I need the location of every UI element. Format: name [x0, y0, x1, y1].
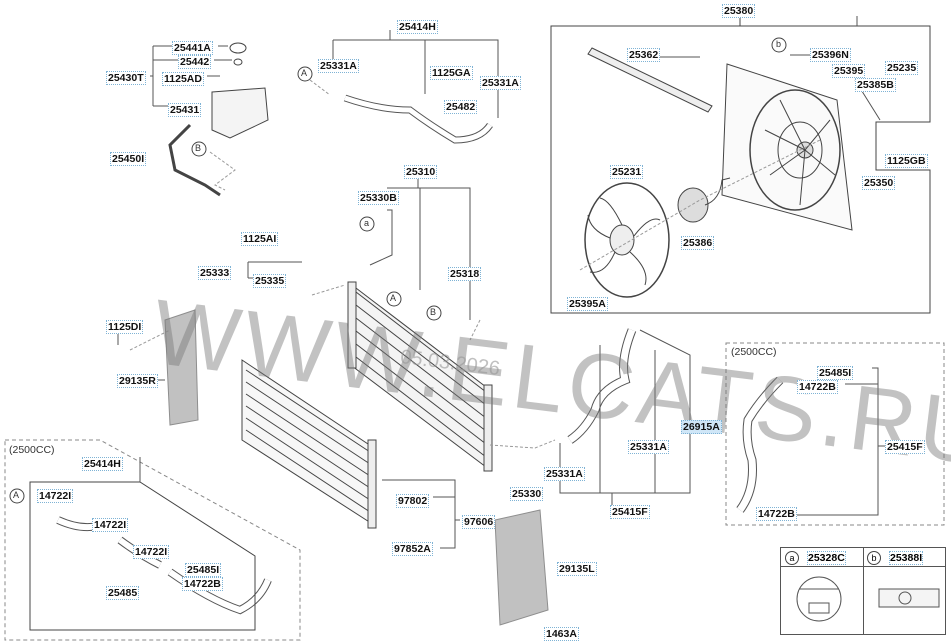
part-label[interactable]: 25414H [82, 457, 123, 471]
part-label[interactable]: 25362 [627, 48, 661, 62]
part-label[interactable]: 14722I [133, 545, 170, 559]
callout-b-fan: b [776, 39, 782, 49]
fan-shroud-part [721, 63, 853, 231]
variant-box-left [4, 439, 301, 641]
part-label[interactable]: 1125AD [162, 72, 204, 86]
seal-strip-part [587, 47, 713, 113]
part-label[interactable]: 25331A [480, 76, 521, 90]
part-label[interactable]: 25385B [855, 78, 896, 92]
part-label[interactable]: 1125AI [241, 232, 279, 246]
part-label[interactable]: 25396N [810, 48, 851, 62]
part-label[interactable]: 25318 [448, 267, 482, 281]
part-label[interactable]: 25350 [862, 176, 896, 190]
part-label[interactable]: 25335 [253, 274, 287, 288]
part-label[interactable]: 1125DI [106, 320, 144, 334]
part-label[interactable]: 14722I [92, 518, 129, 532]
callout-a-cap: a [364, 218, 370, 228]
part-label[interactable]: 25333 [198, 266, 232, 280]
part-label[interactable]: 97852A [392, 542, 433, 556]
condenser-part [241, 359, 377, 529]
fan-motor-part [677, 177, 731, 223]
part-label[interactable]: 25450I [110, 152, 147, 166]
part-label[interactable]: 25414H [397, 20, 438, 34]
variant-box-right [725, 342, 945, 526]
part-label[interactable]: 25231 [610, 165, 644, 179]
legend-marker-b: b [867, 551, 881, 565]
part-label[interactable]: 25235 [885, 61, 919, 75]
part-label[interactable]: 14722B [182, 577, 223, 591]
part-label[interactable]: 29135R [117, 374, 158, 388]
part-label[interactable]: 25431 [168, 103, 202, 117]
part-label[interactable]: 25310 [404, 165, 438, 179]
warning-label-icons [796, 576, 940, 622]
part-label[interactable]: 1125GB [885, 154, 928, 168]
part-label[interactable]: 1463A [544, 627, 579, 641]
legend-code-a[interactable]: 25328C [807, 551, 846, 565]
label-legend-table: a 25328C b 25388I [780, 547, 946, 635]
part-label[interactable]: 25485I [817, 366, 854, 380]
part-label[interactable]: 14722B [756, 507, 797, 521]
legend-code-b[interactable]: 25388I [889, 551, 924, 565]
fan-blade-part [584, 182, 670, 298]
callout-a-radiator: A [390, 293, 397, 303]
hose-2500cc-left-part [56, 516, 272, 615]
part-label[interactable]: 14722B [797, 380, 838, 394]
part-label[interactable]: 14722I [37, 489, 74, 503]
radiator-part [347, 281, 493, 472]
part-label[interactable]: 97802 [396, 494, 430, 508]
part-label[interactable]: 25380 [722, 4, 756, 18]
callout-a-2500cc: A [13, 490, 20, 500]
part-label[interactable]: 25395A [567, 297, 608, 311]
part-label[interactable]: 25395 [832, 64, 866, 78]
part-label[interactable]: 25485 [106, 586, 140, 600]
legend-marker-a: a [785, 551, 799, 565]
part-label[interactable]: 25415F [610, 505, 650, 519]
part-label[interactable]: 97606 [462, 515, 496, 529]
lower-hose-part [567, 328, 637, 444]
part-label[interactable]: 25386 [681, 236, 715, 250]
part-label[interactable]: 25441A [172, 41, 213, 55]
part-label[interactable]: 25430T [106, 71, 146, 85]
callout-b-reservoir: B [195, 143, 202, 153]
reservoir-part [168, 42, 269, 197]
part-label-highlighted[interactable]: 26915A [681, 420, 722, 434]
variant-note-right: (2500CC) [731, 346, 777, 358]
callout-b-radiator: B [430, 307, 437, 317]
part-label[interactable]: 25331A [318, 59, 359, 73]
part-label[interactable]: 25330 [510, 487, 544, 501]
part-label[interactable]: 25415F [885, 440, 925, 454]
part-label[interactable]: 25331A [544, 467, 585, 481]
air-guard-left-part [494, 509, 549, 626]
callout-circles [9, 37, 787, 504]
part-label[interactable]: 25482 [444, 100, 478, 114]
part-label[interactable]: 25442 [178, 55, 212, 69]
part-label[interactable]: 25485I [185, 563, 222, 577]
air-guard-right-part [164, 309, 199, 426]
part-label[interactable]: 29135L [557, 562, 597, 576]
legend-divider [863, 548, 864, 634]
part-label[interactable]: 1125GA [430, 66, 473, 80]
callout-a-upper: A [301, 68, 308, 78]
dashed-guides [129, 79, 821, 449]
variant-note-left: (2500CC) [9, 444, 55, 456]
part-label[interactable]: 25331A [628, 440, 669, 454]
part-label[interactable]: 25330B [358, 191, 399, 205]
